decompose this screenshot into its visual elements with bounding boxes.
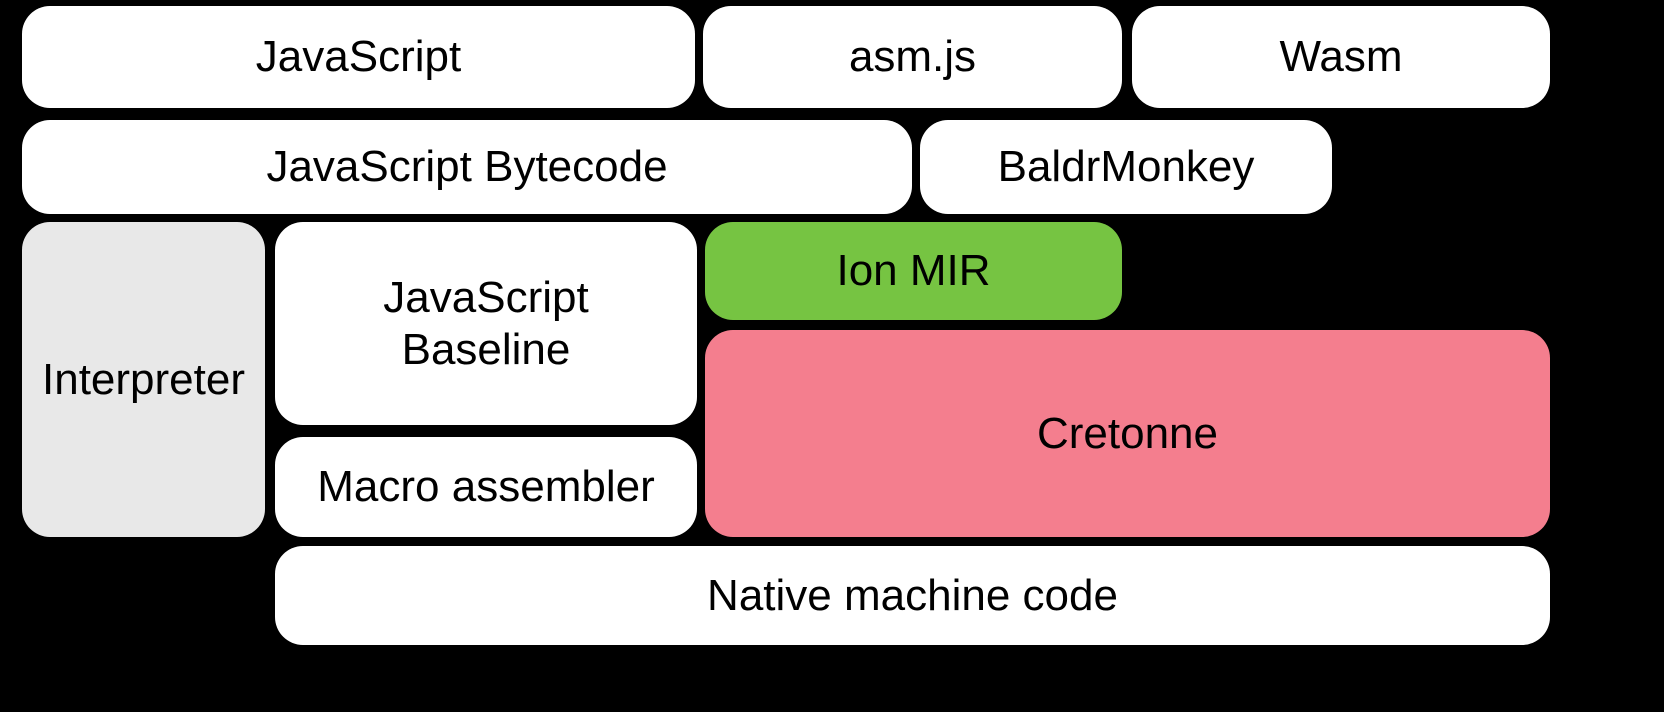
node-baldrmonkey: BaldrMonkey <box>920 120 1332 214</box>
node-macro-assembler: Macro assembler <box>275 437 697 537</box>
node-asm-js: asm.js <box>703 6 1122 108</box>
node-javascript-bytecode: JavaScript Bytecode <box>22 120 912 214</box>
node-wasm: Wasm <box>1132 6 1550 108</box>
node-javascript-baseline: JavaScript Baseline <box>275 222 697 425</box>
node-cretonne: Cretonne <box>705 330 1550 537</box>
node-interpreter: Interpreter <box>22 222 265 537</box>
node-ion-mir: Ion MIR <box>705 222 1122 320</box>
node-javascript: JavaScript <box>22 6 695 108</box>
node-native-machine-code: Native machine code <box>275 546 1550 645</box>
